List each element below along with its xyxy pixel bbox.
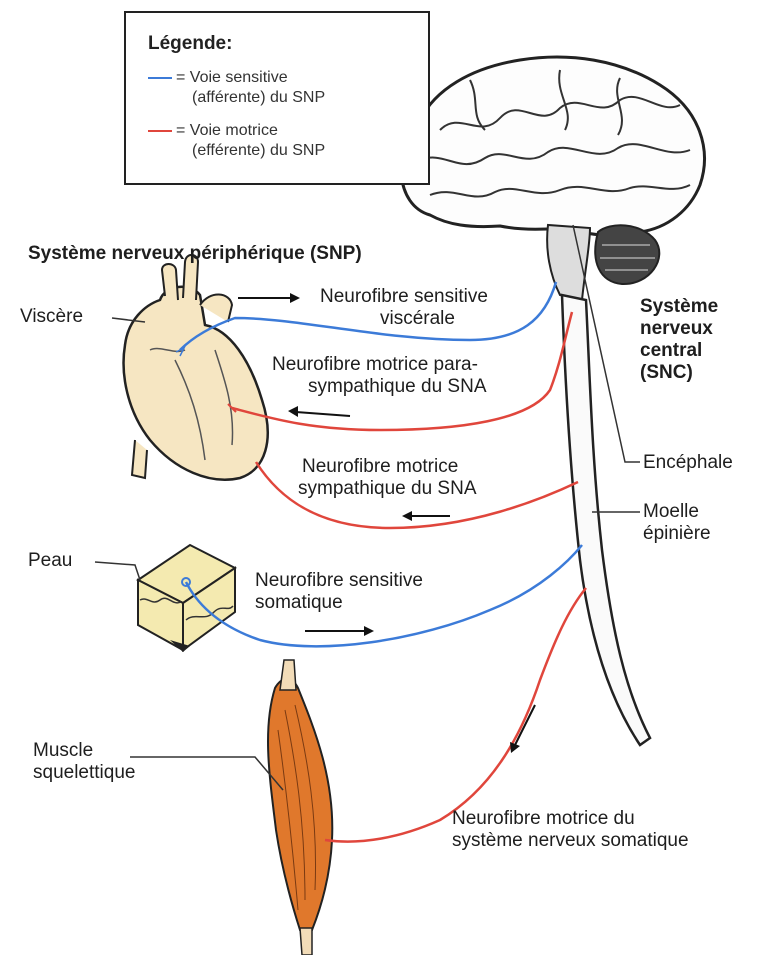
arrow-right-visceral (238, 293, 300, 303)
legend-sensory-symbol: = (176, 69, 190, 86)
legend-sensory-line2: (afférente) du SNP (192, 89, 325, 106)
brain (401, 57, 704, 300)
sympa-line2: sympathique du SNA (298, 478, 477, 500)
moelle-label-line2: épinière (643, 523, 711, 545)
somatique-sens-line1: Neurofibre sensitive (255, 570, 423, 592)
legend-title: Légende: (148, 33, 232, 55)
spinal-cord (562, 295, 650, 745)
muscle-label-line2: squelettique (33, 762, 135, 784)
legend-motor-line2: (efférente) du SNP (192, 142, 325, 159)
legend-motor-symbol: = (176, 122, 190, 139)
somatic-sensory-fiber (186, 545, 582, 646)
snc-heading-line2: nerveux (640, 318, 713, 340)
arrow-down-motor (510, 705, 535, 753)
legend-sensory-line1: Voie sensitive (190, 69, 288, 86)
snc-heading-line3: central (640, 340, 702, 362)
skin-illustration (138, 545, 235, 652)
muscle-label-line1: Muscle (33, 740, 93, 762)
legend-sensory-swatch (148, 77, 172, 79)
heart-illustration (124, 255, 268, 480)
snp-heading: Système nerveux périphérique (SNP) (28, 243, 362, 265)
legend-item-motor: = Voie motrice (efférente) du SNP (148, 121, 325, 161)
legend-motor-line1: Voie motrice (190, 122, 278, 139)
somatique-mot-line1: Neurofibre motrice du (452, 808, 635, 830)
somatique-mot-line2: système nerveux somatique (452, 830, 689, 852)
legend-motor-swatch (148, 130, 172, 132)
legend: Légende: = Voie sensitive (afférente) du… (124, 11, 430, 185)
leader-muscle (130, 757, 283, 790)
peau-label: Peau (28, 550, 72, 572)
legend-item-sensory: = Voie sensitive (afférente) du SNP (148, 68, 325, 108)
encephale-label: Encéphale (643, 452, 733, 474)
sensitive-viscerale-line2: viscérale (380, 308, 455, 330)
arrow-right-somatic (305, 626, 374, 636)
somatique-sens-line2: somatique (255, 592, 343, 614)
leader-peau (95, 562, 140, 580)
somatic-motor-fiber (325, 588, 586, 842)
arrow-left-para (288, 406, 350, 417)
para-line1: Neurofibre motrice para- (272, 354, 478, 376)
para-line2: sympathique du SNA (308, 376, 487, 398)
snc-heading-line4: (SNC) (640, 362, 693, 384)
moelle-label-line1: Moelle (643, 501, 699, 523)
arrow-left-sympa (402, 511, 450, 521)
snc-heading-line1: Système (640, 296, 718, 318)
muscle-illustration (268, 660, 332, 955)
sensitive-viscerale-line1: Neurofibre sensitive (320, 286, 488, 308)
viscere-label: Viscère (20, 306, 83, 328)
sympa-line1: Neurofibre motrice (302, 456, 458, 478)
